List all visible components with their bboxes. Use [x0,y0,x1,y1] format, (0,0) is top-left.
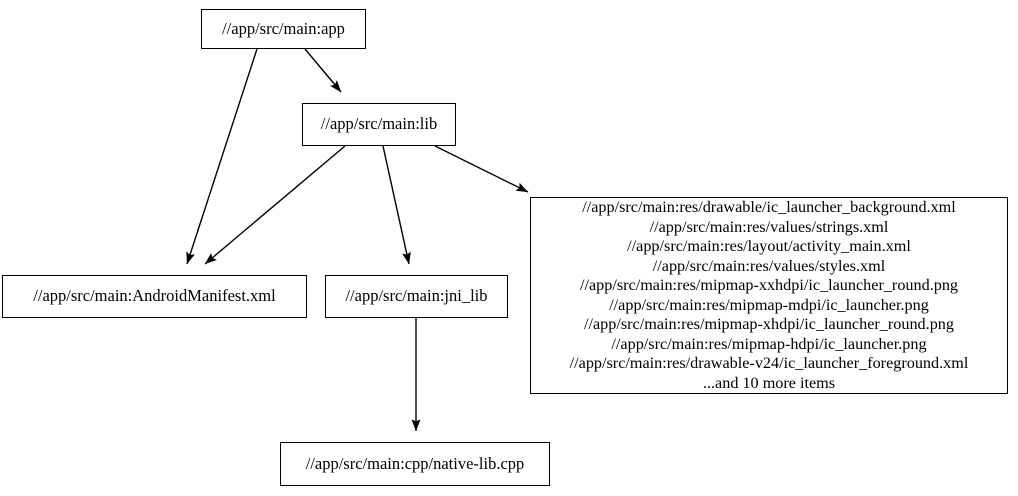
graph-node-resources-line: //app/src/main:res/mipmap-mdpi/ic_launch… [609,295,929,314]
graph-node-resources[interactable]: //app/src/main:res/drawable/ic_launcher_… [530,197,1008,394]
edge-lib-to-manifest [204,145,346,265]
graph-node-resources-line: //app/src/main:res/drawable-v24/ic_launc… [569,354,969,372]
graph-node-resources-line: ...and 10 more items [702,373,836,392]
graph-node-resources-line: //app/src/main:res/mipmap-xxhdpi/ic_laun… [579,276,959,294]
graph-node-native-lib-cpp[interactable]: //app/src/main:cpp/native-lib.cpp [280,442,550,486]
graph-node-lib[interactable]: //app/src/main:lib [302,103,456,146]
graph-node-jni-lib-label: //app/src/main:jni_lib [345,286,488,306]
graph-node-resources-line: //app/src/main:res/layout/activity_main.… [627,237,911,255]
graph-node-app[interactable]: //app/src/main:app [201,9,366,49]
graph-node-resources-line: //app/src/main:res/mipmap-hdpi/ic_launch… [611,334,927,353]
graph-node-app-label: //app/src/main:app [222,18,345,38]
graph-node-androidmanifest[interactable]: //app/src/main:AndroidManifest.xml [2,275,307,318]
graph-node-resources-line: //app/src/main:res/values/strings.xml [649,217,889,236]
edge-lib-to-res [434,145,529,193]
graph-node-androidmanifest-label: //app/src/main:AndroidManifest.xml [33,286,276,306]
graph-node-lib-label: //app/src/main:lib [320,114,438,134]
graph-node-native-lib-cpp-label: //app/src/main:cpp/native-lib.cpp [305,453,525,473]
graph-node-resources-label: //app/src/main:res/drawable/ic_launcher_… [570,198,969,393]
edge-app-to-manifest [186,48,258,265]
graph-node-resources-line: //app/src/main:res/drawable/ic_launcher_… [582,198,956,216]
edge-app-to-lib [304,48,342,93]
graph-node-jni-lib[interactable]: //app/src/main:jni_lib [325,275,508,318]
edge-lib-to-jni-lib [382,145,411,265]
graph-node-resources-line: //app/src/main:res/values/styles.xml [652,256,886,275]
graph-node-resources-line: //app/src/main:res/mipmap-xhdpi/ic_launc… [584,315,954,333]
